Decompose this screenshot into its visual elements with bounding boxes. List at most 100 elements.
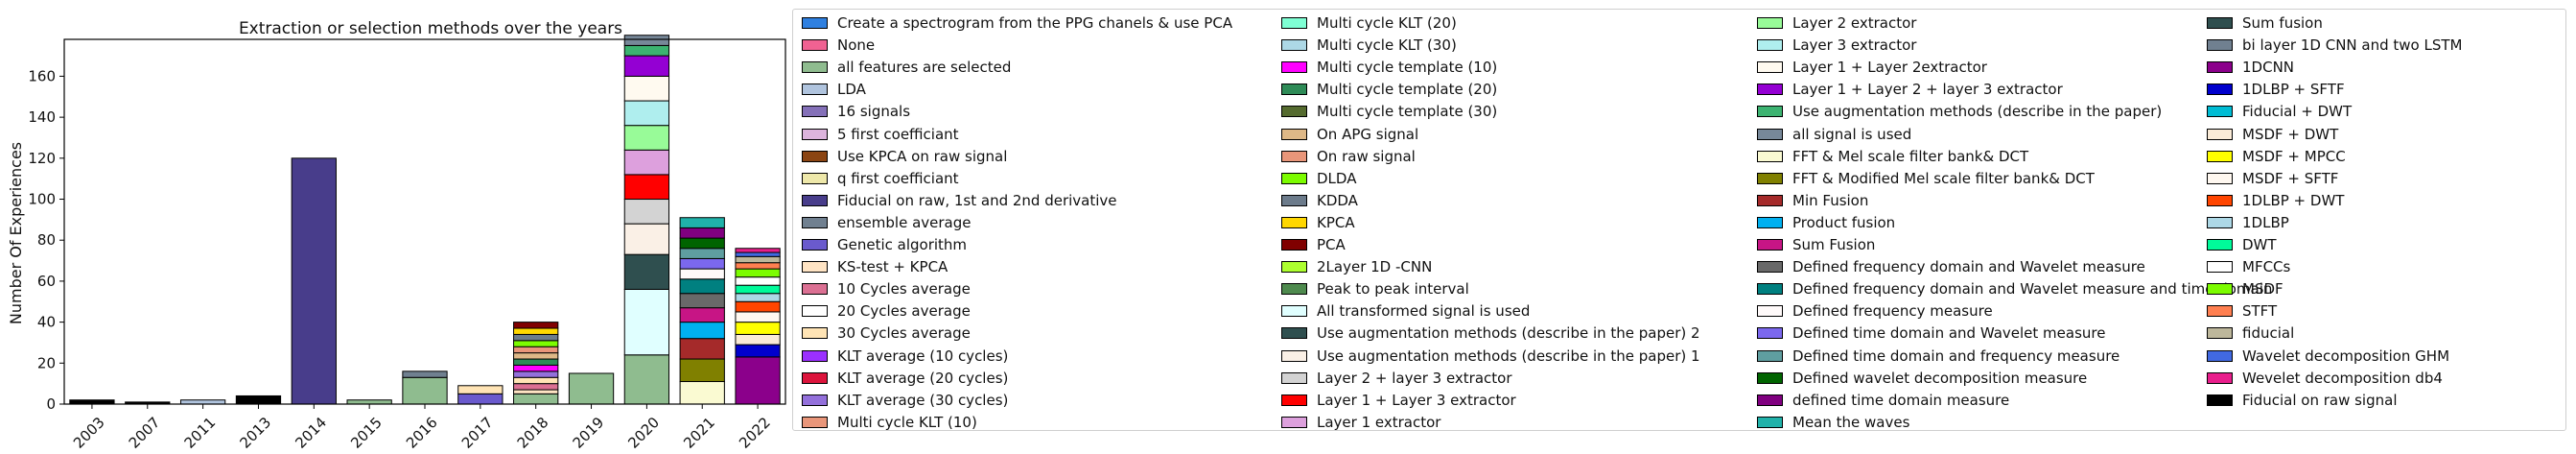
legend-label: Layer 2 extractor [1792,14,1917,32]
legend-item: Create a spectrogram from the PPG chanel… [802,12,1232,34]
legend-swatch [802,61,828,74]
legend-swatch [1281,106,1307,118]
bar-segment [679,248,725,259]
legend-item: 2Layer 1D -CNN [1281,256,1432,277]
legend-swatch [1757,261,1783,274]
legend-item: MSDF + SFTF [2207,168,2338,189]
legend-item: Product fusion [1757,212,1895,233]
legend-item: KDDA [1281,190,1358,211]
x-tick-label: 2014 [292,414,330,452]
x-tick-label: 2018 [514,414,552,452]
legend-item: Fiducial on raw, 1st and 2nd derivative [802,190,1117,211]
legend-swatch [2207,150,2233,162]
legend-item: 1DLBP + DWT [2207,190,2344,211]
bar-segment [735,333,781,346]
legend-swatch [1281,327,1307,340]
legend-item: defined time domain measure [1757,390,2009,411]
y-tick-label: 20 [37,354,56,371]
legend-swatch [2207,305,2233,318]
legend-swatch [2207,349,2233,362]
legend-swatch [1757,194,1783,206]
legend-label: Mean the waves [1792,413,1910,431]
bar-segment [735,284,781,295]
bar-segment [735,322,781,335]
bar-segment [735,344,781,358]
legend-swatch [802,394,828,406]
legend-label: Min Fusion [1792,191,1869,209]
bar-segment [513,333,559,342]
bar-segment [735,262,781,270]
legend-label: 16 signals [837,103,911,121]
legend-label: all features are selected [837,59,1012,77]
legend-swatch [1757,305,1783,318]
bar-segment [735,276,781,286]
legend-label: LDA [837,81,866,99]
legend-swatch [802,349,828,362]
legend-label: Multi cycle template (10) [1317,59,1498,77]
legend-label: On APG signal [1317,125,1419,143]
bar-segment [623,44,670,57]
legend-swatch [2207,283,2233,296]
bar-segment [679,293,725,309]
legend-swatch [1281,216,1307,228]
legend-swatch [2207,216,2233,228]
legend-label: FFT & Modified Mel scale filter bank& DC… [1792,169,2095,187]
bar-segment [623,55,670,77]
legend-label: Defined time domain and frequency measur… [1792,346,2120,365]
bar-segment [679,307,725,323]
bar-segment [679,268,725,280]
legend-label: Create a spectrogram from the PPG chanel… [837,14,1233,32]
bar-segment [735,300,781,313]
legend-label: All transformed signal is used [1317,302,1531,321]
bar-segment [735,293,781,302]
legend-label: Defined frequency domain and Wavelet mea… [1792,258,2145,276]
x-tick-label: 2016 [403,414,441,452]
legend-label: Defined wavelet decomposition measure [1792,369,2088,387]
legend-label: Use augmentation methods (describe in th… [1792,103,2163,121]
legend-swatch [1757,172,1783,184]
bar-segment [346,399,392,405]
legend-item: FFT & Mel scale filter bank& DCT [1757,146,2028,167]
stacked-bar-chart: Extraction or selection methods over the… [7,19,786,452]
legend-label: Layer 2 + layer 3 extractor [1317,369,1512,387]
bar-segment [623,149,670,176]
bar-segment [69,399,115,405]
bar-segment [457,393,503,405]
legend-label: Genetic algorithm [837,236,968,253]
legend-item: Layer 2 + layer 3 extractor [1281,368,1512,389]
legend-item: 16 signals [802,101,910,122]
legend-swatch [2207,39,2233,52]
legend-swatch [2207,128,2233,140]
legend-swatch [1757,84,1783,96]
legend-label: FFT & Mel scale filter bank& DCT [1792,147,2029,165]
legend-label: Defined time domain and Wavelet measure [1792,324,2106,343]
legend-item: Layer 2 extractor [1757,12,1916,34]
legend-label: Layer 1 extractor [1317,413,1441,431]
bar-segment [513,393,559,405]
legend-label: DLDA [1317,169,1357,187]
legend-label: Defined frequency domain and Wavelet mea… [1792,280,2273,299]
y-tick-label: 160 [28,67,56,84]
legend-item: DLDA [1281,168,1356,189]
legend-swatch [2207,261,2233,274]
legend-label: 1DCNN [2242,59,2295,77]
legend-item: Use augmentation methods (describe in th… [1281,346,1700,367]
x-tick-label: 2011 [181,414,220,452]
legend-label: Multi cycle KLT (10) [837,413,977,431]
legend-item: Defined frequency measure [1757,300,1993,322]
legend-swatch [2207,239,2233,251]
x-tick-label: 2020 [624,414,663,452]
legend-label: KLT average (30 cycles) [837,391,1009,409]
legend-label: 1DLBP [2242,213,2289,231]
legend-swatch [1281,194,1307,206]
legend-swatch [1281,416,1307,428]
bar-segment [513,352,559,360]
legend-label: ensemble average [837,213,972,231]
legend-item: 30 Cycles average [802,323,971,344]
legend-item: LDA [802,79,866,100]
legend-swatch [1757,283,1783,296]
plot-frame [63,38,786,405]
y-tick-label: 60 [37,273,56,290]
legend-item: MFCCs [2207,256,2290,277]
legend-swatch [2207,17,2233,29]
